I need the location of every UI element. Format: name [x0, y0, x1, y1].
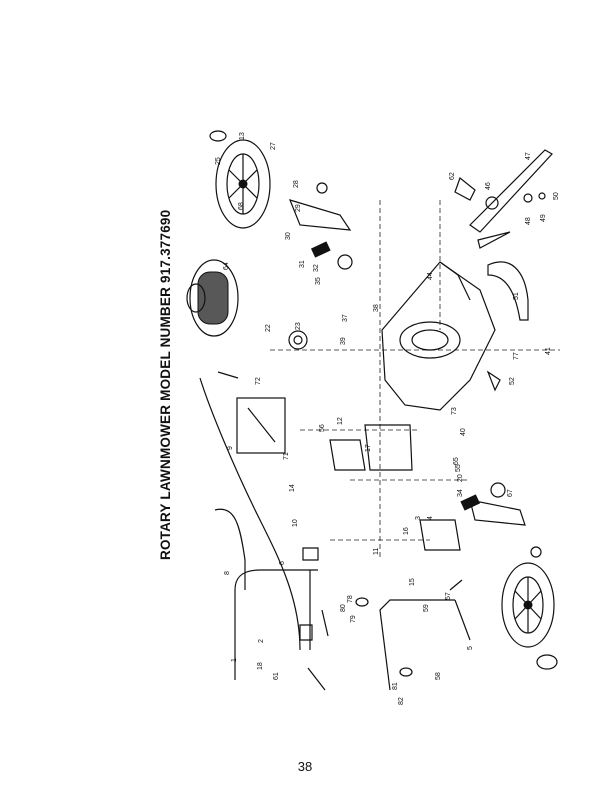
- front-wheel: [501, 562, 555, 648]
- callout: 77: [513, 352, 520, 360]
- callout: 46: [485, 182, 492, 190]
- callout: 82: [398, 697, 405, 705]
- callout: 8: [224, 571, 231, 575]
- callout: 61: [273, 672, 280, 680]
- upper-handle: [214, 508, 318, 680]
- adjuster-lever: [310, 241, 481, 511]
- callout: 80: [340, 604, 347, 612]
- blade: [469, 149, 553, 249]
- callout: 29: [295, 204, 302, 212]
- assembly-guide-lines: [270, 200, 560, 560]
- callout: 68: [238, 202, 245, 210]
- callout: 52: [509, 377, 516, 385]
- callout: 65: [453, 457, 460, 465]
- callout: 44: [427, 272, 434, 280]
- callout: 81: [392, 682, 399, 690]
- callout: 37: [342, 314, 349, 322]
- callout: 67: [507, 489, 514, 497]
- callout: 50: [553, 192, 560, 200]
- callout: 55: [455, 464, 462, 472]
- callout: 49: [540, 214, 547, 222]
- callout: 31: [299, 260, 306, 268]
- callout: 14: [289, 484, 296, 492]
- callout: 58: [435, 672, 442, 680]
- callout: 79: [350, 615, 357, 623]
- rear-wheel: [215, 139, 271, 229]
- callout: 17: [365, 444, 372, 452]
- callout: 20: [457, 474, 464, 482]
- callout: 34: [457, 489, 464, 497]
- callout: 48: [525, 217, 532, 225]
- callout: 62: [449, 172, 456, 180]
- callout: 9: [227, 446, 234, 450]
- control-bail: [236, 397, 286, 454]
- callout: 6: [279, 561, 286, 565]
- hubcap-front: [536, 654, 558, 670]
- callout: 13: [239, 132, 246, 140]
- callout: 12: [337, 417, 344, 425]
- callout: 59: [423, 604, 430, 612]
- hubcap: [209, 130, 227, 142]
- callout: 47: [525, 152, 532, 160]
- callout: 40: [460, 428, 467, 436]
- page-number: 38: [297, 759, 313, 774]
- callout: 28: [293, 180, 300, 188]
- callout: 73: [451, 407, 458, 415]
- side-shield: [329, 424, 461, 551]
- callout: 57: [445, 592, 452, 600]
- height-adjuster-rear: [288, 182, 353, 270]
- callout: 15: [409, 578, 416, 586]
- engine: [186, 259, 239, 337]
- callout: 3: [415, 516, 422, 520]
- callout-labels: 1 2 3 4 5 6 8 9 10 11 12 13 14 15 16 17 …: [215, 132, 560, 705]
- callout: 25: [215, 157, 222, 165]
- callout: 16: [403, 527, 410, 535]
- callout: 35: [315, 277, 322, 285]
- callout: 51: [513, 292, 520, 300]
- callout: 30: [285, 232, 292, 240]
- callout: 64: [223, 262, 230, 270]
- lower-handle: [379, 599, 471, 691]
- rear-baffle: [487, 261, 529, 321]
- callout: 18: [257, 662, 264, 670]
- callout: 78: [347, 595, 354, 603]
- hardware: [217, 177, 546, 691]
- callout: 4: [427, 516, 434, 520]
- callout: 2: [258, 639, 265, 643]
- callout: 72: [255, 377, 262, 385]
- callout: 10: [292, 519, 299, 527]
- mower-deck: [381, 261, 496, 411]
- callout: 23: [295, 322, 302, 330]
- callout: 41: [545, 347, 552, 355]
- callout: 38: [373, 304, 380, 312]
- callout: 39: [340, 337, 347, 345]
- callout: 32: [313, 264, 320, 272]
- callout: 5: [467, 646, 474, 650]
- callout: 11: [373, 548, 380, 555]
- callout: 56: [319, 424, 326, 432]
- callout: 22: [265, 324, 272, 332]
- callout: 71: [283, 452, 290, 460]
- callout: 27: [270, 142, 277, 150]
- control-cable: [199, 377, 301, 651]
- height-adjuster-front: [469, 482, 542, 558]
- callout: 1: [231, 658, 238, 662]
